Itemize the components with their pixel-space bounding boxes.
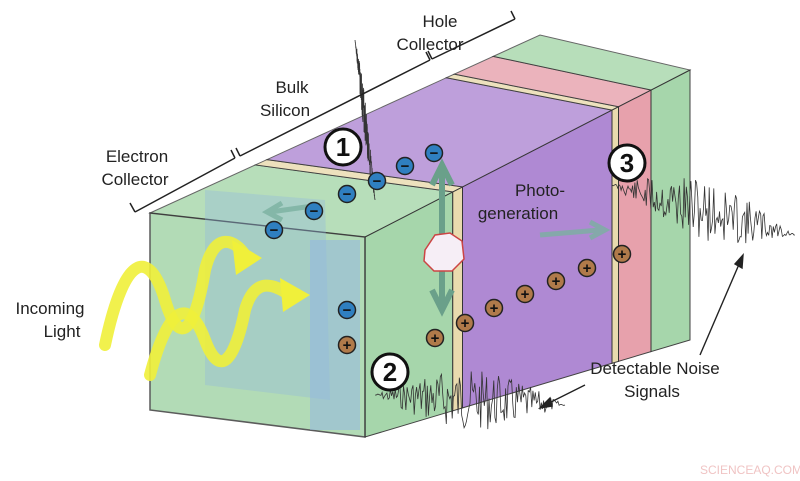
hole-icon: + (455, 313, 475, 333)
watermark: SCIENCEAQ.COM (700, 463, 800, 477)
electron-icon: − (337, 300, 357, 320)
svg-text:+: + (583, 260, 592, 277)
noise-arrow-right (699, 261, 741, 356)
svg-text:+: + (490, 300, 499, 317)
svg-text:−: − (270, 222, 279, 239)
light-arrowhead-1 (232, 240, 262, 275)
detectable-noise-label-line1: Detectable Noise (590, 359, 719, 378)
svg-text:−: − (430, 145, 439, 162)
svg-text:+: + (618, 246, 627, 263)
electron-collector-bracket (129, 149, 236, 213)
svg-text:+: + (552, 273, 561, 290)
hole-icon: + (337, 335, 357, 355)
noise-trace-3 (611, 178, 795, 244)
electron-collector-label-line1: Electron (106, 147, 168, 166)
incoming-light-label-line2: Light (44, 322, 81, 341)
hole-icon: + (546, 271, 566, 291)
hole-icon: + (612, 244, 632, 264)
svg-text:+: + (521, 286, 530, 303)
detectable-noise-label-line2: Signals (624, 382, 680, 401)
hole-side-green-segment-top (491, 34, 692, 91)
svg-text:+: + (431, 330, 440, 347)
light-arrowhead-2 (280, 278, 310, 312)
svg-text:−: − (310, 203, 319, 220)
front-bluish-layer (310, 240, 360, 430)
charge-carriers: − − − − − − − + + + + + + + + (264, 143, 632, 355)
marker-number: 3 (620, 148, 634, 178)
marker-3: 3 (607, 143, 647, 183)
hole-icon: + (577, 258, 597, 278)
electron-icon: − (304, 201, 324, 221)
electron-icon: − (337, 184, 357, 204)
svg-text:−: − (343, 186, 352, 203)
incoming-light-waves (99, 235, 310, 381)
photo-generation-label-line1: Photo- (515, 181, 565, 200)
hole-collector-label-line1: Hole (423, 12, 458, 31)
light-wave-1 (99, 235, 251, 351)
electron-icon: − (264, 220, 284, 240)
electron-icon: − (424, 143, 444, 163)
hole-collector-label-line2: Collector (396, 35, 463, 54)
svg-text:−: − (401, 158, 410, 175)
marker-2: 2 (370, 352, 410, 392)
hole-collector-bracket (427, 10, 516, 60)
electron-icon: − (367, 171, 387, 191)
region-brackets (129, 10, 516, 213)
hole-icon: + (425, 328, 445, 348)
hole-icon: + (484, 298, 504, 318)
marker-number: 2 (383, 357, 397, 387)
noise-signals (354, 39, 795, 430)
hole-icon: + (515, 284, 535, 304)
interface-layer-side (452, 186, 463, 412)
svg-text:−: − (373, 173, 382, 190)
svg-text:+: + (461, 315, 470, 332)
hole-flow-arrow (539, 219, 611, 241)
photo-generation-label-line2: generation (478, 204, 558, 223)
svg-text:−: − (343, 302, 352, 319)
interface-layer-side (611, 105, 619, 364)
light-wave-2 (144, 279, 296, 381)
hole-collector-segment-side (618, 89, 652, 363)
electron-collector-label-line2: Collector (101, 170, 168, 189)
svg-text:+: + (343, 337, 352, 354)
incoming-light-label-line1: Incoming (16, 299, 85, 318)
noise-trace-2 (374, 371, 566, 430)
bulk-silicon-label-line2: Silicon (260, 101, 310, 120)
noise-arrow-left (544, 384, 586, 406)
hole-side-green-segment-side (650, 69, 691, 353)
bulk-silicon-bracket (235, 51, 431, 157)
electron-icon: − (395, 156, 415, 176)
noise-trace-1 (354, 39, 376, 201)
bulk-silicon-label-line1: Bulk (275, 78, 309, 97)
marker-1: 1 (323, 127, 363, 167)
photogeneration-burst-icon (423, 232, 465, 272)
marker-number: 1 (336, 132, 350, 162)
